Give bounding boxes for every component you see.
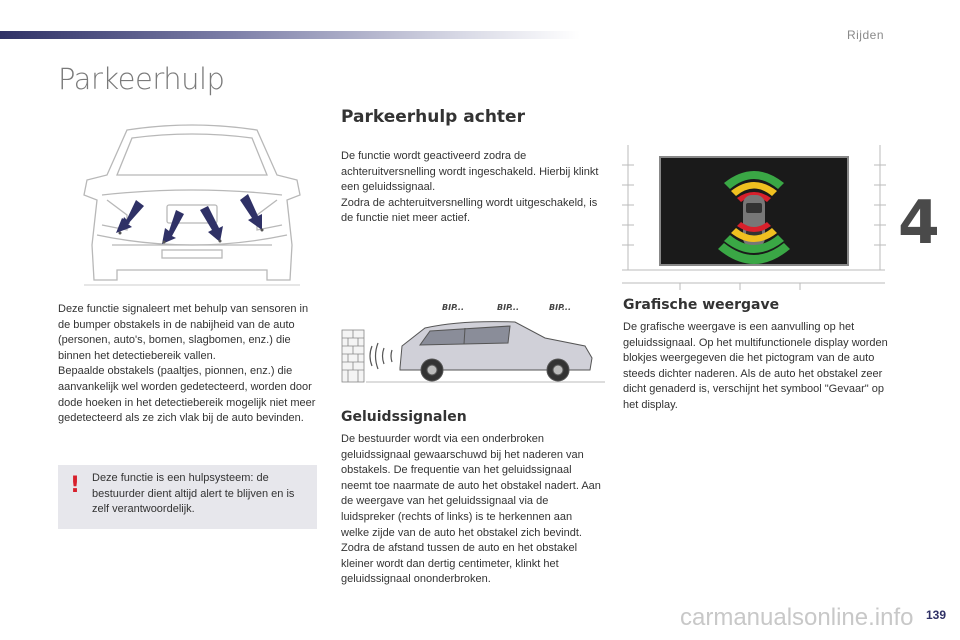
beep-label-1: BIP... (442, 303, 464, 312)
beep-label-2: BIP... (497, 303, 519, 312)
section-label: Rijden (846, 28, 884, 42)
car-rear-illustration (83, 124, 301, 286)
beep-label-3: BIP... (549, 303, 571, 312)
sensor-arcs-rear (718, 222, 790, 264)
heading-rear-parking: Parkeerhulp achter (341, 107, 525, 127)
heading-sound-signals: Geluidssignalen (341, 409, 467, 425)
display-illustration (622, 145, 886, 290)
sound-signals-text: De bestuurder wordt via een onderbroken … (341, 433, 601, 586)
page-number: 139 (925, 608, 946, 622)
estate-car (399, 321, 593, 382)
graphic-display-text: De grafische weergave is een aanvulling … (623, 321, 888, 411)
left-column-text: Deze functie signaleert met behulp van s… (58, 302, 320, 427)
intro-paragraph-1: Deze functie signaleert met behulp van s… (58, 303, 309, 362)
warning-text: Deze functie is een hulpsysteem: de best… (92, 472, 295, 516)
page-title: Parkeerhulp (58, 62, 225, 96)
exclamation-icon: ! (70, 473, 81, 498)
rear-paragraph-1: De functie wordt geactiveerd zodra de ac… (341, 150, 599, 194)
car-wall-illustration: BIP... BIP... BIP... (341, 303, 605, 383)
warning-box: ! Deze functie is een hulpsysteem: de be… (58, 465, 317, 529)
watermark: carmanualsonline.info (680, 604, 914, 631)
chapter-number: 4 (898, 188, 940, 258)
rear-parking-text: De functie wordt geactiveerd zodra de ac… (341, 149, 603, 227)
brick-wall (341, 329, 365, 383)
intro-paragraph-2: Bepaalde obstakels (paaltjes, pionnen, e… (58, 365, 316, 425)
heading-graphic-display: Grafische weergave (623, 297, 780, 313)
rear-paragraph-2: Zodra de achteruitversnelling wordt uitg… (341, 196, 598, 225)
header-gradient-bar (0, 31, 580, 39)
